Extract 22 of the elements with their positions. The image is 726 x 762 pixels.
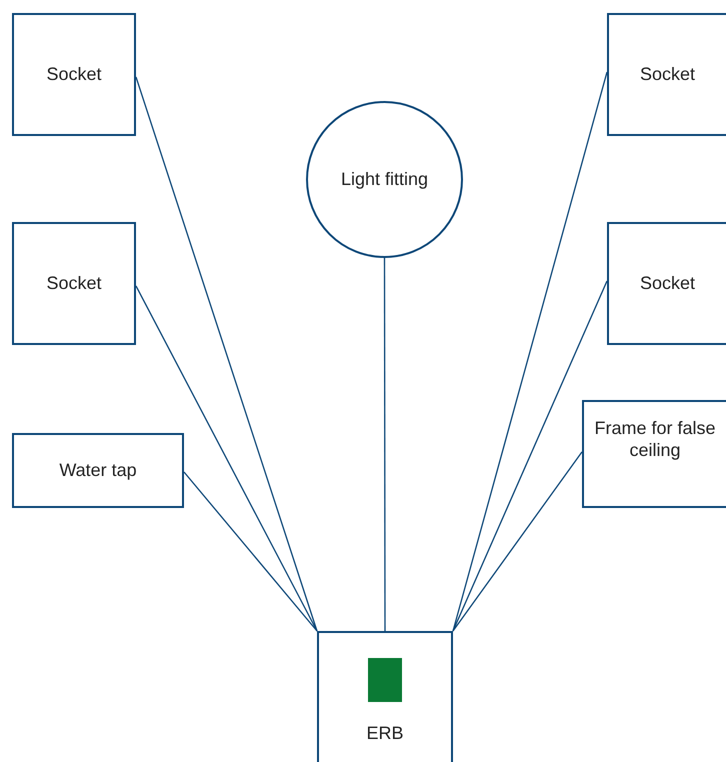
wire-line: [452, 280, 608, 632]
node-label: Socket: [46, 272, 102, 294]
wire-line: [184, 472, 318, 632]
item-box: [12, 13, 136, 136]
wire-line: [384, 258, 386, 631]
item-box: [12, 433, 184, 508]
item-box: [607, 222, 726, 345]
item-box: [12, 222, 136, 345]
item-box: [607, 13, 726, 136]
wire-line: [452, 451, 583, 632]
item-box: [317, 631, 453, 762]
node-label: ERB: [366, 723, 404, 745]
node-label: Socket: [640, 272, 696, 294]
node-label: Socket: [46, 64, 102, 86]
node-label: Light fitting: [340, 168, 428, 190]
wire-line: [135, 286, 318, 632]
wire-line: [135, 76, 318, 632]
node-label: Frame for false ceiling: [593, 418, 717, 462]
item-box: [582, 400, 726, 508]
wire-line: [452, 72, 608, 632]
node-label: Socket: [640, 64, 696, 86]
node-label: Water tap: [59, 460, 137, 482]
